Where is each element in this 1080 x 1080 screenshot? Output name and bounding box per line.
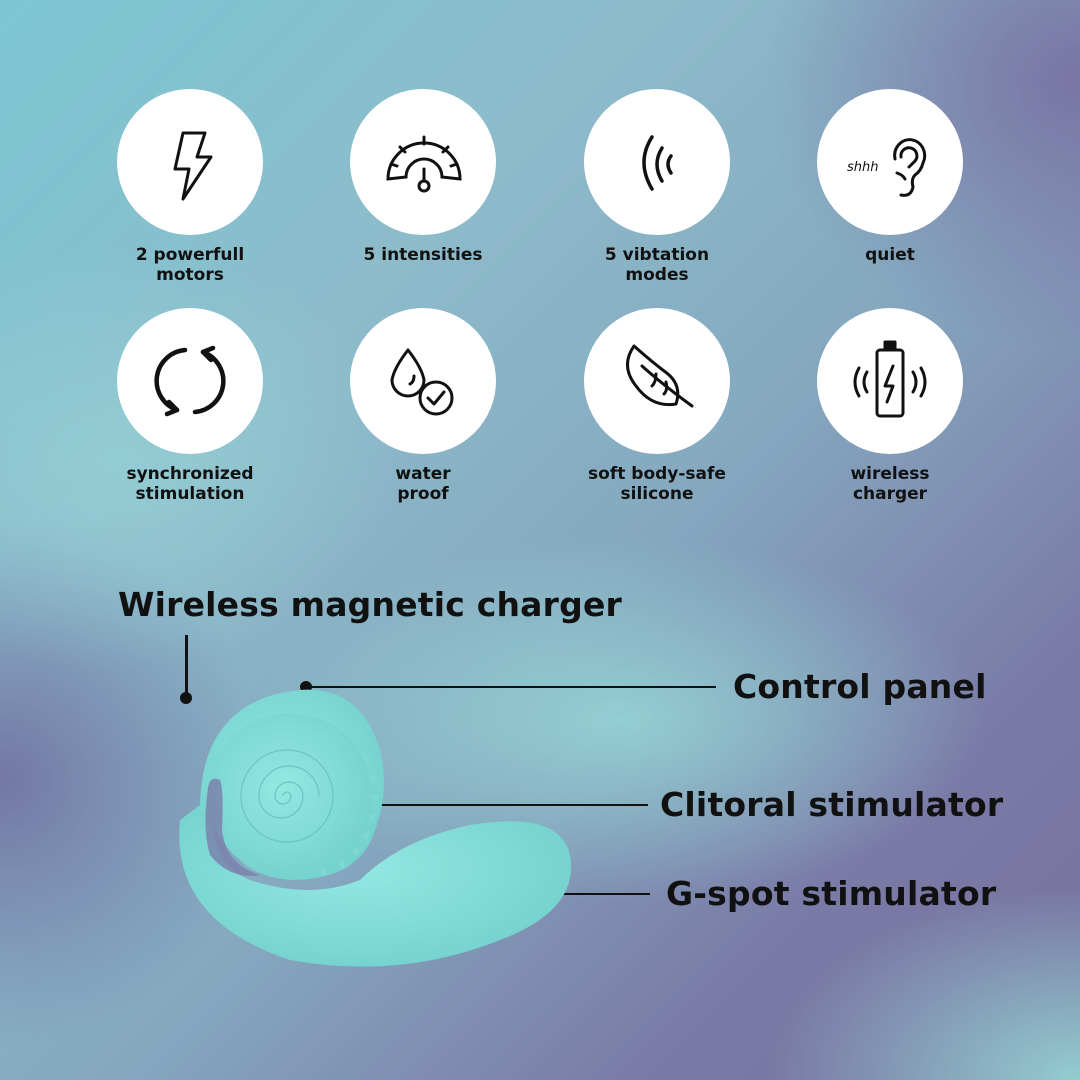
sync-arrows-icon <box>154 345 226 417</box>
wireless-battery-icon <box>853 340 927 418</box>
feature-circle <box>350 308 496 454</box>
feature-circle <box>117 308 263 454</box>
callout-clitoral-stimulator: Clitoral stimulator <box>660 785 1004 824</box>
leader-line-control-panel <box>306 686 716 688</box>
feature-circle <box>350 89 496 235</box>
callout-wireless-charger: Wireless magnetic charger <box>118 585 622 624</box>
feature-circle: shhh <box>817 89 963 235</box>
feature-circle <box>117 89 263 235</box>
water-drop-check-icon <box>390 348 454 416</box>
feature-sync: synchronized stimulation <box>90 308 290 504</box>
feature-label: synchronized stimulation <box>126 464 254 504</box>
feature-label: 2 powerfull motors <box>135 245 245 285</box>
feature-circle <box>584 89 730 235</box>
leader-line-charger <box>185 635 188 697</box>
feature-intensities: 5 intensities <box>323 89 523 265</box>
speedometer-gauge-icon <box>386 135 462 193</box>
leader-line-clitoral <box>368 804 648 806</box>
callout-gspot-stimulator: G-spot stimulator <box>666 874 997 913</box>
product-image <box>179 689 572 967</box>
feature-quiet: shhh quiet <box>790 89 990 265</box>
feature-label: water proof <box>395 464 451 504</box>
feature-wireless-charger: wireless charger <box>790 308 990 504</box>
feature-icon <box>626 344 694 408</box>
feature-label: 5 intensities <box>363 245 483 265</box>
vibration-waves-icon <box>642 135 673 191</box>
leader-line-gspot <box>542 893 650 895</box>
feature-label: soft body-safe silicone <box>588 464 726 504</box>
feature-label: 5 vibtation modes <box>604 245 710 285</box>
feature-waterproof: water proof <box>323 308 523 504</box>
feature-label: wireless charger <box>850 464 930 504</box>
ear-shhh-icon: shhh <box>847 138 927 197</box>
callout-control-panel: Control panel <box>733 667 987 706</box>
leader-dot-charger <box>180 692 192 704</box>
feature-circle <box>584 308 730 454</box>
feature-silicone: soft body-safe silicone <box>557 308 757 504</box>
feature-vibration-modes: 5 vibtation modes <box>557 89 757 285</box>
feature-label: quiet <box>865 245 915 265</box>
svg-text:shhh: shhh <box>847 160 879 175</box>
lightning-bolt-icon <box>173 131 213 201</box>
feature-circle <box>817 308 963 454</box>
feature-motors: 2 powerfull motors <box>90 89 290 285</box>
